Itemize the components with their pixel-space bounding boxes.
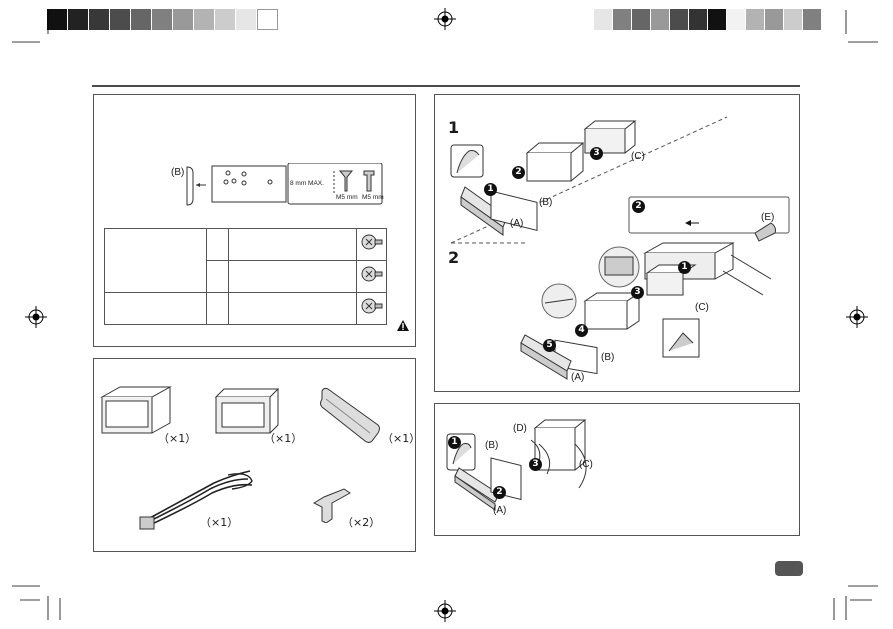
depth-max-label: 8 mm MAX. bbox=[290, 180, 324, 187]
color-swatch bbox=[131, 9, 152, 30]
color-swatch bbox=[110, 9, 131, 30]
label-b-bracket: (B) bbox=[171, 167, 185, 178]
screw-icon-1 bbox=[361, 234, 383, 250]
color-swatch bbox=[152, 9, 173, 30]
label-c-remove: (C) bbox=[579, 459, 593, 470]
panel-installation: 1 2 bbox=[434, 94, 800, 392]
badge-step2-1: 1 bbox=[678, 261, 691, 274]
faceplate-part-a bbox=[320, 387, 380, 443]
panel-parts-list: （×1） （×1） （×1） （×1） （×2） bbox=[93, 358, 420, 552]
warning-triangle-icon bbox=[397, 320, 409, 331]
registration-mark-right bbox=[846, 306, 868, 328]
label-d: (D) bbox=[513, 423, 527, 434]
panel-removal: 1 2 3 (D) (B) (C) (A) bbox=[434, 403, 800, 536]
color-swatch bbox=[746, 9, 765, 30]
badge-step1-1: 1 bbox=[484, 183, 497, 196]
color-swatch bbox=[89, 9, 110, 30]
color-swatch bbox=[594, 9, 613, 30]
badge-step2-4: 4 bbox=[575, 324, 588, 337]
mounting-sleeve-part-c bbox=[100, 386, 172, 434]
screw-size-right: M5 mm bbox=[362, 194, 384, 201]
color-bar-right bbox=[594, 0, 826, 40]
screw-table bbox=[104, 228, 387, 325]
color-swatch bbox=[236, 9, 257, 30]
badge-step1-2: 2 bbox=[512, 166, 525, 179]
registration-mark-bottom bbox=[434, 600, 456, 622]
label-c-step1: (C) bbox=[631, 151, 645, 162]
registration-mark-left bbox=[25, 306, 47, 328]
label-c-step2: (C) bbox=[695, 302, 709, 313]
trim-plate-part-b bbox=[214, 388, 280, 434]
color-swatch bbox=[689, 9, 708, 30]
qty-part-a: （×1） bbox=[382, 432, 421, 445]
extraction-key bbox=[312, 488, 351, 523]
screw-icon-2 bbox=[361, 266, 383, 282]
label-b-step2: (B) bbox=[601, 352, 615, 363]
badge-step1-3: 3 bbox=[590, 147, 603, 160]
badge-remove-1: 1 bbox=[448, 436, 461, 449]
color-swatch bbox=[765, 9, 784, 30]
callout-badge: 2 bbox=[632, 200, 645, 213]
color-swatch bbox=[68, 9, 89, 30]
removal-drawing bbox=[446, 419, 587, 511]
color-swatch bbox=[727, 9, 746, 30]
qty-part-c: （×1） bbox=[158, 432, 197, 445]
qty-extraction-key: （×2） bbox=[342, 516, 381, 529]
badge-remove-2: 2 bbox=[493, 486, 506, 499]
color-swatch bbox=[670, 9, 689, 30]
label-b-step1: (B) bbox=[539, 197, 553, 208]
color-swatch bbox=[613, 9, 632, 30]
color-bar-left bbox=[47, 0, 301, 40]
qty-part-b: （×1） bbox=[264, 432, 303, 445]
step-two-number: 2 bbox=[448, 248, 460, 267]
color-swatch bbox=[803, 9, 822, 30]
step-one-number: 1 bbox=[448, 118, 460, 137]
installation-drawing bbox=[450, 116, 790, 380]
label-e: (E) bbox=[761, 212, 775, 223]
color-swatch bbox=[257, 9, 278, 30]
color-swatch bbox=[632, 9, 651, 30]
qty-wiring-harness: （×1） bbox=[200, 516, 239, 529]
color-swatch bbox=[651, 9, 670, 30]
screw-size-left: M5 mm bbox=[336, 194, 358, 201]
label-b-remove: (B) bbox=[485, 440, 499, 451]
badge-step2-5: 5 bbox=[543, 339, 556, 352]
screw-icon-3 bbox=[361, 298, 383, 314]
label-a-step2: (A) bbox=[571, 372, 585, 383]
panel-screw-info: (B) 8 mm MAX. M5 mm M5 mm bbox=[93, 94, 416, 347]
badge-remove-3: 3 bbox=[529, 458, 542, 471]
color-swatch bbox=[215, 9, 236, 30]
label-a-step1: (A) bbox=[510, 218, 524, 229]
badge-step2-3: 3 bbox=[631, 286, 644, 299]
color-swatch bbox=[194, 9, 215, 30]
color-swatch bbox=[47, 9, 68, 30]
color-swatch bbox=[784, 9, 803, 30]
label-a-remove: (A) bbox=[493, 505, 507, 516]
color-swatch bbox=[173, 9, 194, 30]
registration-mark-top bbox=[434, 8, 456, 30]
color-swatch bbox=[708, 9, 727, 30]
wiring-harness bbox=[139, 470, 253, 530]
bracket-side-diagram bbox=[186, 163, 383, 206]
page-tab bbox=[775, 561, 803, 576]
